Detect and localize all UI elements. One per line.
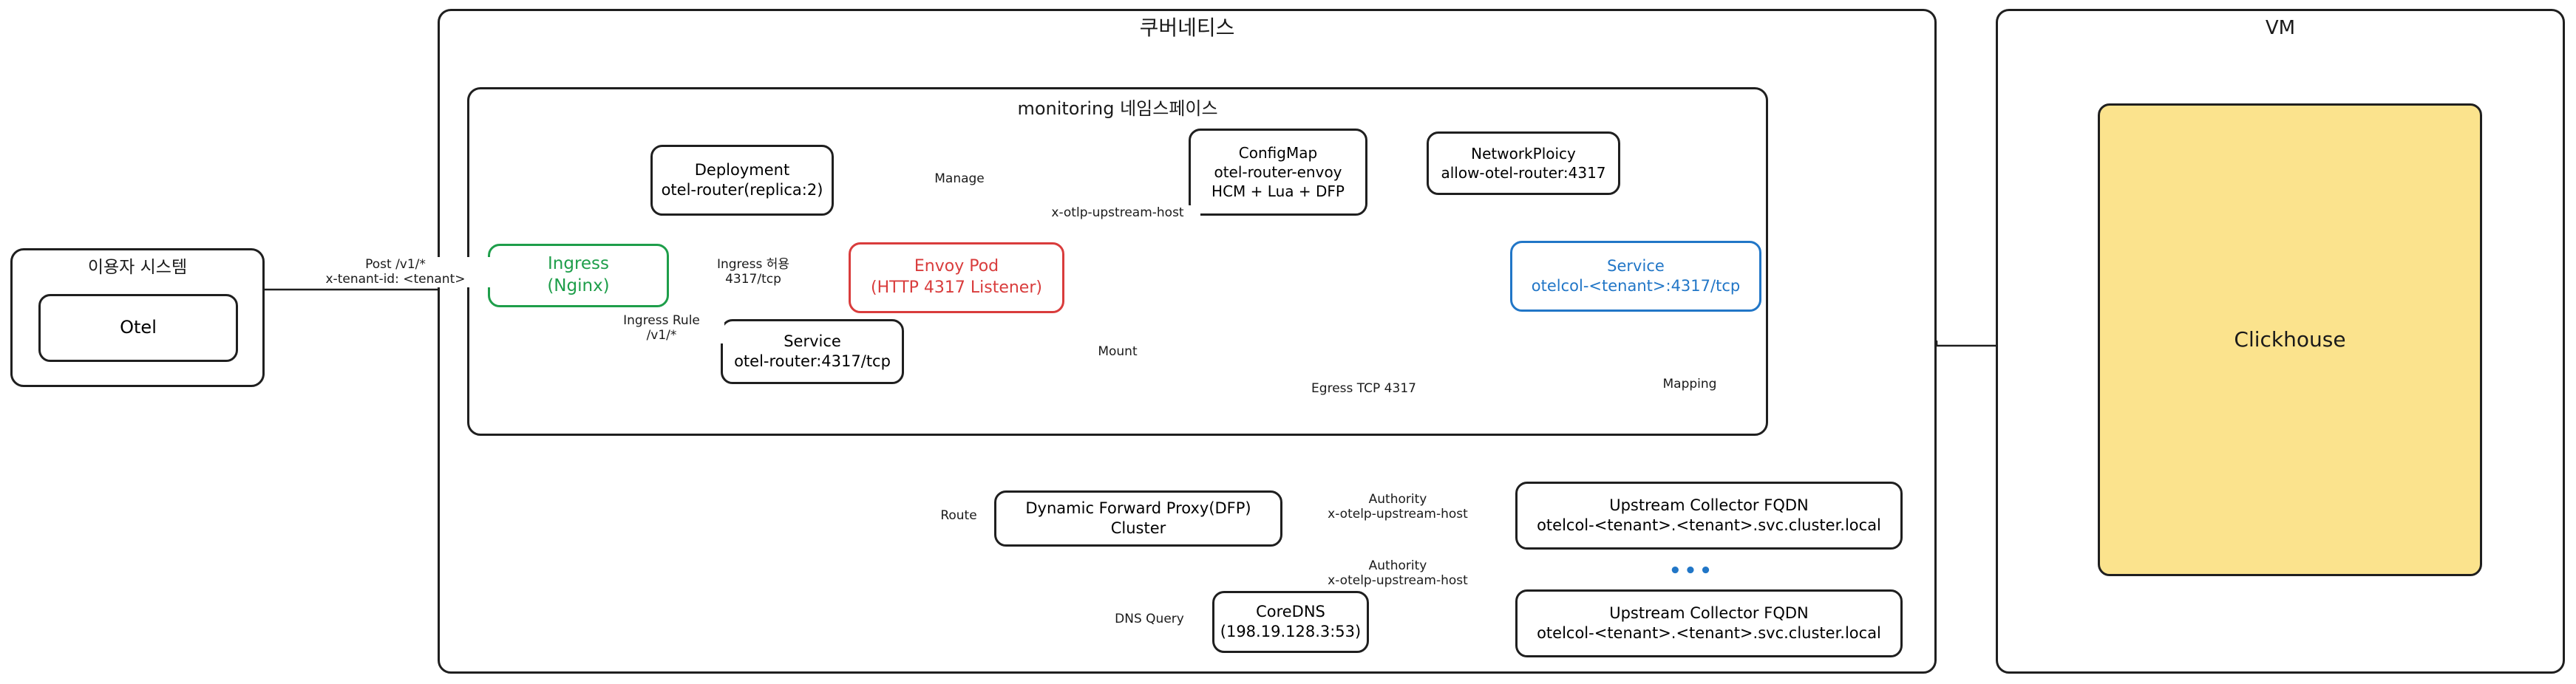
node-service-otel-router-line2: otel-router:4317/tcp (734, 352, 891, 370)
edge-label-route: Route (927, 508, 990, 524)
node-configmap-label: ConfigMap otel-router-envoy HCM + Lua + … (1211, 143, 1345, 201)
node-upstream-collector-2[interactable]: Upstream Collector FQDN otelcol-<tenant>… (1515, 589, 1903, 657)
ellipsis-icon: ••• (1669, 560, 1715, 582)
node-clickhouse-label: Clickhouse (2234, 326, 2346, 352)
zone-monitoring-namespace-title: monitoring 네임스페이스 (1017, 98, 1218, 119)
edge-label-authority-2: Authority x-otelp-upstream-host (1314, 558, 1481, 589)
edge-label-mapping: Mapping (1647, 377, 1733, 392)
node-envoy-pod-line1: Envoy Pod (914, 257, 999, 276)
node-envoy-pod-line2: (HTTP 4317 Listener) (871, 278, 1042, 297)
node-coredns[interactable]: CoreDNS (198.19.128.3:53) (1212, 591, 1369, 653)
node-service-otel-router-label: Service otel-router:4317/tcp (734, 332, 891, 372)
node-coredns-line2: (198.19.128.3:53) (1220, 623, 1362, 640)
node-deployment-line2: otel-router(replica:2) (661, 181, 823, 199)
node-service-otelcol-line1: Service (1607, 256, 1665, 275)
edge-label-ingress-rule: Ingress Rule /v1/* (599, 313, 724, 343)
zone-user-system-title: 이용자 시스템 (87, 258, 188, 277)
node-clickhouse: Clickhouse (2098, 103, 2482, 576)
node-otel: Otel (38, 294, 238, 362)
node-otel-label: Otel (120, 317, 157, 338)
edge-label-egress: Egress TCP 4317 (1298, 381, 1430, 397)
node-configmap-line2: otel-router-envoy (1214, 163, 1342, 181)
node-networkpolicy-line1: NetworkPloicy (1471, 145, 1576, 163)
node-deployment-line1: Deployment (694, 160, 790, 179)
node-envoy-pod[interactable]: Envoy Pod (HTTP 4317 Listener) (849, 242, 1064, 313)
node-configmap[interactable]: ConfigMap otel-router-envoy HCM + Lua + … (1189, 129, 1367, 216)
zone-kubernetes-title: 쿠버네티스 (1139, 16, 1235, 40)
node-networkpolicy[interactable]: NetworkPloicy allow-otel-router:4317 (1427, 131, 1620, 195)
node-service-otel-router-line1: Service (784, 332, 841, 350)
node-ingress-line1: Ingress (547, 254, 610, 274)
node-ingress-line2: (Nginx) (547, 276, 610, 295)
node-upstream-collector-1-line2: otelcol-<tenant>.<tenant>.svc.cluster.lo… (1537, 516, 1881, 534)
node-ingress-label: Ingress (Nginx) (547, 253, 609, 298)
edge-label-manage: Manage (919, 171, 1000, 187)
node-networkpolicy-line2: allow-otel-router:4317 (1441, 164, 1606, 182)
node-networkpolicy-label: NetworkPloicy allow-otel-router:4317 (1441, 144, 1605, 182)
edge-label-mount: Mount (1085, 344, 1150, 360)
node-dfp-cluster-label: Dynamic Forward Proxy(DFP) Cluster (1025, 499, 1251, 537)
node-upstream-collector-1[interactable]: Upstream Collector FQDN otelcol-<tenant>… (1515, 482, 1903, 550)
node-envoy-pod-label: Envoy Pod (HTTP 4317 Listener) (871, 256, 1042, 298)
node-upstream-collector-1-line1: Upstream Collector FQDN (1609, 496, 1809, 514)
node-coredns-label: CoreDNS (198.19.128.3:53) (1220, 602, 1361, 643)
node-upstream-collector-2-line2: otelcol-<tenant>.<tenant>.svc.cluster.lo… (1537, 624, 1881, 642)
edge-label-ingress-allow: Ingress 허용 4317/tcp (687, 257, 819, 287)
node-dfp-cluster[interactable]: Dynamic Forward Proxy(DFP) Cluster (994, 490, 1282, 547)
node-service-otel-router[interactable]: Service otel-router:4317/tcp (721, 319, 904, 384)
node-ingress[interactable]: Ingress (Nginx) (488, 244, 669, 307)
edge-label-authority-1: Authority x-otelp-upstream-host (1314, 492, 1481, 522)
node-deployment[interactable]: Deployment otel-router(replica:2) (650, 145, 834, 216)
node-upstream-collector-1-label: Upstream Collector FQDN otelcol-<tenant>… (1537, 496, 1881, 536)
node-service-otelcol-label: Service otelcol-<tenant>:4317/tcp (1532, 256, 1740, 297)
node-configmap-line1: ConfigMap (1238, 144, 1318, 162)
edge-label-dns-query: DNS Query (1100, 612, 1199, 627)
node-coredns-line1: CoreDNS (1256, 602, 1325, 620)
node-upstream-collector-2-label: Upstream Collector FQDN otelcol-<tenant>… (1537, 603, 1881, 644)
node-service-otelcol-line2: otelcol-<tenant>:4317/tcp (1531, 277, 1741, 295)
node-upstream-collector-2-line1: Upstream Collector FQDN (1609, 603, 1809, 622)
node-deployment-label: Deployment otel-router(replica:2) (662, 160, 823, 201)
zone-vm-title: VM (2265, 17, 2296, 39)
edge-label-post-v1: Post /v1/* x-tenant-id: <tenant> (296, 257, 495, 287)
edge-label-upstream-host: x-otlp-upstream-host (1035, 205, 1200, 221)
node-configmap-line3: HCM + Lua + DFP (1211, 182, 1345, 200)
node-service-otelcol[interactable]: Service otelcol-<tenant>:4317/tcp (1510, 241, 1761, 312)
